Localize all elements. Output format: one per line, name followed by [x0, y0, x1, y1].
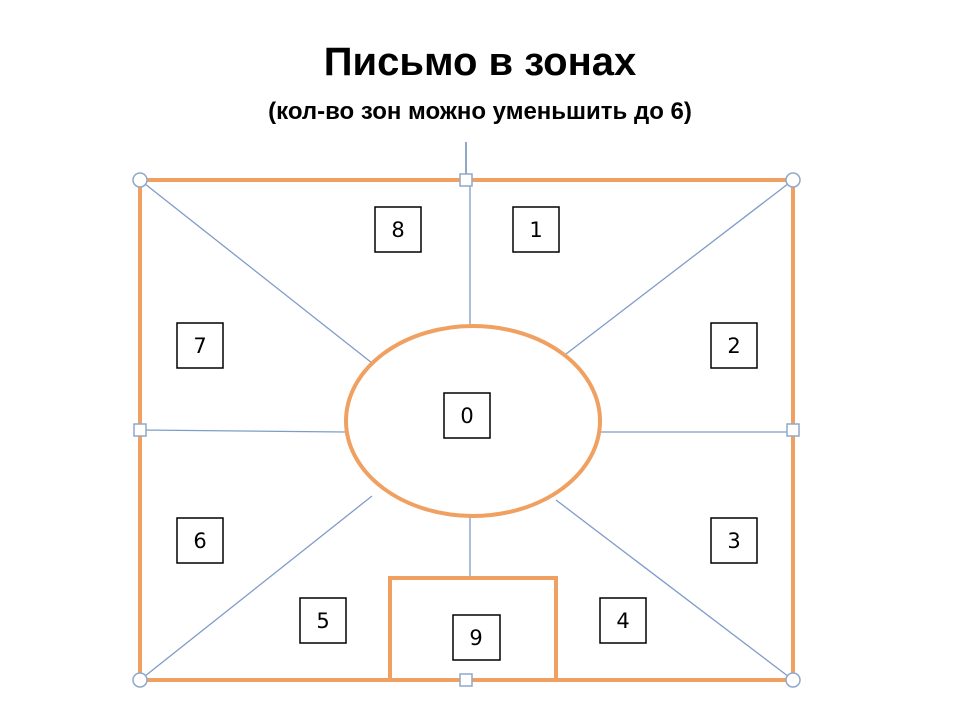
corner-handle-bottom-left[interactable] — [132, 672, 148, 688]
zone-label-8: 8 — [391, 218, 404, 242]
divider-bottom-right — [555, 499, 794, 681]
zone-box-6: 6 — [176, 517, 224, 564]
zone-box-8: 8 — [374, 206, 422, 253]
divider-top-left — [139, 179, 373, 364]
zone-label-3: 3 — [727, 529, 740, 553]
zone-box-1: 1 — [512, 206, 560, 253]
edge-handle-left[interactable] — [133, 423, 147, 437]
corner-handle-bottom-right[interactable] — [785, 672, 801, 688]
divider-bottom-left — [139, 495, 373, 681]
zone-box-2: 2 — [710, 322, 758, 369]
zone-label-0: 0 — [460, 404, 473, 428]
zone-label-4: 4 — [616, 609, 629, 633]
bottom-zone-frame — [388, 576, 558, 680]
zone-box-4: 4 — [599, 597, 647, 644]
edge-handle-bottom[interactable] — [459, 673, 473, 687]
zone-label-7: 7 — [193, 334, 206, 358]
zone-box-5: 5 — [299, 597, 347, 644]
zone-label-1: 1 — [529, 218, 542, 242]
zone-label-2: 2 — [727, 334, 740, 358]
corner-handle-top-left[interactable] — [132, 172, 148, 188]
zone-label-9: 9 — [469, 626, 482, 650]
corner-handle-top-right[interactable] — [785, 172, 801, 188]
zone-box-0: 0 — [443, 392, 491, 439]
divider-top-right — [565, 179, 794, 355]
zone-box-3: 3 — [710, 517, 758, 564]
zone-box-9: 9 — [452, 614, 501, 661]
zone-label-5: 5 — [316, 609, 329, 633]
edge-handle-right[interactable] — [786, 423, 800, 437]
zone-label-6: 6 — [193, 529, 206, 553]
slide-title: Письмо в зонах — [323, 40, 637, 84]
divider-left — [139, 429, 347, 433]
slide-subtitle: (кол-во зон можно уменьшить до 6) — [268, 98, 692, 125]
zone-box-7: 7 — [176, 322, 224, 369]
edge-handle-top[interactable] — [459, 173, 473, 187]
